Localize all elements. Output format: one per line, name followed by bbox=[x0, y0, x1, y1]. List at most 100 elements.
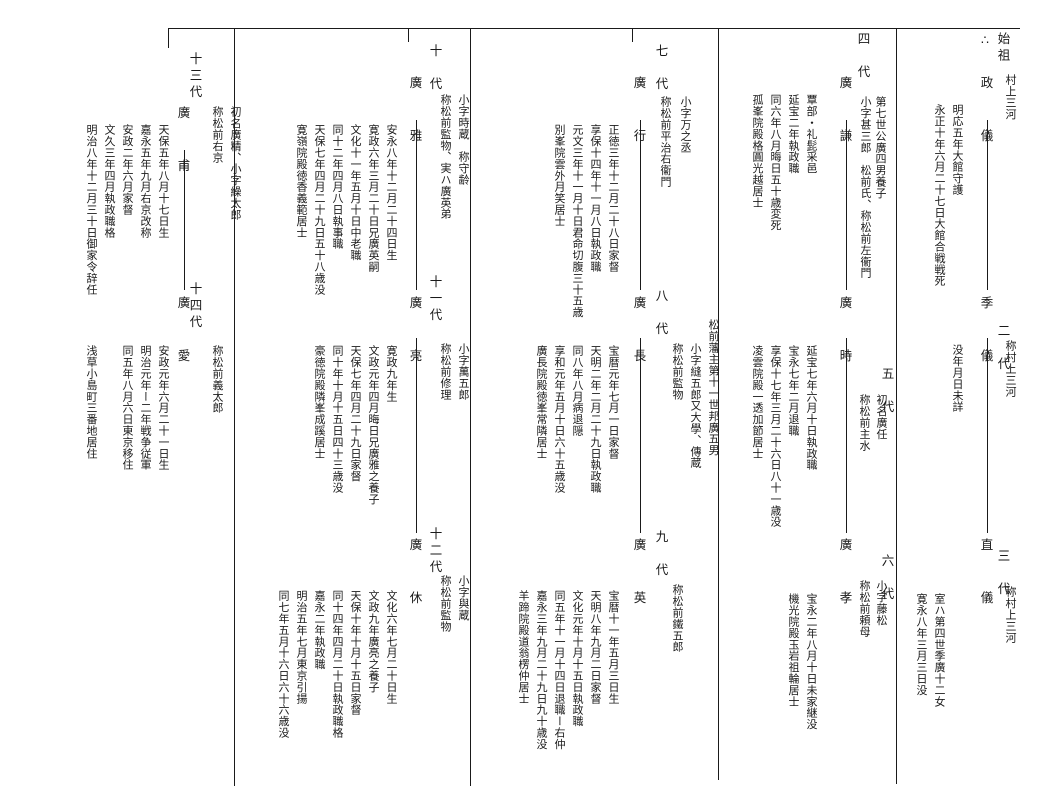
generation-label: ∴ bbox=[977, 32, 993, 51]
generation-label: 六 代 bbox=[879, 554, 895, 604]
record-line: 宝暦十一年五月三日生 bbox=[607, 590, 620, 704]
connector-line bbox=[632, 28, 718, 30]
connector-line bbox=[896, 28, 898, 784]
generation-label: 七 代 bbox=[653, 44, 669, 94]
record-line: 正徳三年十二月二十八日家督 bbox=[607, 124, 620, 273]
record-line: 浅草小島町三番地居住 bbox=[85, 345, 98, 459]
record-line: 天保五年八月十七日生 bbox=[157, 124, 170, 238]
record-line: 文政九年廣亮之養子 bbox=[367, 590, 380, 693]
connector-line bbox=[470, 28, 472, 786]
connector-line bbox=[987, 120, 989, 290]
record-line: 安永八年十二月二十四日生 bbox=[385, 124, 398, 261]
record-line: 称松前監物 bbox=[439, 575, 452, 632]
record-line: 没年月日未詳 bbox=[951, 344, 964, 413]
generation-label: 十二代 bbox=[427, 527, 443, 577]
record-line: 機光院殿玉岩祖輪居士 bbox=[787, 593, 800, 707]
generation-label: 十一代 bbox=[427, 275, 443, 325]
record-line: 延宝二年執政職 bbox=[787, 94, 800, 174]
record-line: 小字万之丞 bbox=[679, 96, 692, 153]
person-name: 直 儀 bbox=[978, 538, 994, 618]
record-line: 称松前主水 bbox=[858, 394, 871, 451]
record-line: 廣長院殿徳峯常隣居士 bbox=[535, 345, 548, 459]
record-line: 嘉永三年九月二十九日九十歳没 bbox=[535, 590, 548, 750]
person-name: 廣 時 bbox=[837, 296, 853, 376]
record-line: 元文三年十一月十日君命切腹三十五歳 bbox=[571, 124, 584, 318]
record-line: 安政二年六月家督 bbox=[121, 124, 134, 216]
record-line: 嘉永五年九月右京改称 bbox=[139, 124, 152, 238]
record-line: 室ハ第四世季廣十二女 bbox=[933, 593, 946, 707]
generation-label: 五 代 bbox=[879, 367, 895, 417]
connector-line bbox=[234, 28, 408, 30]
record-line: 天保七年四月二十九日五十八歳没 bbox=[313, 124, 326, 295]
record-line: 同五年八月六日東京移住 bbox=[121, 345, 134, 471]
generation-label: 始祖 bbox=[995, 32, 1011, 65]
record-line: 明治五年七月東京引揚 bbox=[295, 590, 308, 704]
record-line: 称松前右京 bbox=[211, 106, 224, 163]
connector-line bbox=[184, 150, 186, 290]
record-line: 称松前修理 bbox=[439, 343, 452, 400]
connector-line bbox=[416, 120, 418, 290]
record-line: 同六年八月晦日五十歳変死 bbox=[769, 94, 782, 231]
record-line: 天保七年四月二十九日家督 bbox=[349, 345, 362, 482]
connector-line bbox=[632, 28, 634, 42]
record-line: 天明二年二月二十九日執政職 bbox=[589, 345, 602, 494]
generation-label: 四 代 bbox=[855, 32, 871, 82]
record-line: 享保十七年三月二十六日八十一歳没 bbox=[769, 345, 782, 528]
record-line: 寛永八年三月三日没 bbox=[915, 593, 928, 696]
record-line: 小字萬五郎 bbox=[457, 343, 470, 400]
record-line: 宝暦元年七月一日家督 bbox=[607, 345, 620, 459]
record-line: 小字與蔵 bbox=[457, 575, 470, 621]
record-line: 小字縫五郎又大學、傳蔵 bbox=[689, 343, 702, 469]
person-name: 廣 亮 bbox=[407, 296, 423, 376]
connector-line bbox=[168, 28, 170, 48]
person-name: 政 儀 bbox=[978, 76, 994, 156]
person-name: 廣 英 bbox=[631, 538, 647, 618]
record-line: 同七年五月十六日六十六歳没 bbox=[277, 590, 290, 739]
record-line: 称松前鐵五郎 bbox=[671, 584, 684, 653]
person-name: 廣 愛 bbox=[175, 296, 191, 376]
record-line: 第七世公廣四男養子 bbox=[874, 96, 887, 199]
record-line: 村上三河 bbox=[1004, 74, 1017, 120]
record-line: 称村上三河 bbox=[1004, 586, 1017, 643]
connector-line bbox=[987, 338, 989, 533]
person-name: 廣 雅 bbox=[407, 76, 423, 156]
record-line: 孤峯院殿格圓光越居士 bbox=[751, 94, 764, 208]
record-line: 享保十四年十一月八日執政職 bbox=[589, 124, 602, 273]
record-line: 寛政九年生 bbox=[385, 345, 398, 402]
record-line: 松前藩主第十一世邦廣五男 bbox=[707, 319, 720, 456]
record-line: 天保十年十月十五日家督 bbox=[349, 590, 362, 716]
record-line: 羊蹄院殿道翁楞仲居士 bbox=[517, 590, 530, 704]
generation-label: 二 代 bbox=[995, 324, 1011, 374]
record-line: 覃部・礼髭采邑 bbox=[805, 94, 818, 174]
person-name: 廣 謙 bbox=[837, 76, 853, 156]
record-line: 小字藤松 bbox=[875, 580, 888, 626]
record-line: 初名廣任 bbox=[875, 394, 888, 440]
record-line: 安政元年六月二十一日生 bbox=[157, 345, 170, 471]
generation-label: 八 代 bbox=[653, 289, 669, 339]
connector-line bbox=[846, 338, 848, 533]
record-line: 同五年十一月十四日退職ー右仲 bbox=[553, 590, 566, 750]
record-line: 称松前監物、実ハ廣英弟 bbox=[439, 94, 452, 220]
connector-line bbox=[416, 338, 418, 533]
record-line: 寛政六年三月二十日兄廣英嗣 bbox=[367, 124, 380, 273]
connector-line bbox=[718, 28, 896, 30]
record-line: 文久三年四月執政職格 bbox=[103, 124, 116, 238]
record-line: 小字甚三郎 松前氏、称松前左衞門 bbox=[859, 96, 872, 279]
record-line: 同八年八月病退隠 bbox=[571, 345, 584, 437]
connector-line bbox=[408, 28, 470, 30]
record-line: 称松前頼母 bbox=[858, 580, 871, 637]
record-line: 称松前平治右衞門 bbox=[659, 96, 672, 188]
record-line: 天明八年九月二日家督 bbox=[589, 590, 602, 704]
record-line: 豪徳院殿隣峯成蹊居士 bbox=[313, 345, 326, 459]
generation-label: 十三代 bbox=[187, 52, 203, 102]
record-line: 享和元年五月十日六十五歳没 bbox=[553, 345, 566, 494]
record-line: 小字時蔵 称守齢 bbox=[457, 94, 470, 186]
record-line: 称松前監物 bbox=[671, 343, 684, 400]
record-line: 称松前義太郎 bbox=[211, 345, 224, 414]
record-line: 宝永七年二月退職 bbox=[787, 345, 800, 437]
record-line: 明応五年大館守護 bbox=[951, 104, 964, 196]
generation-label: 九 代 bbox=[653, 530, 669, 580]
person-name: 廣 甫 bbox=[175, 106, 191, 186]
connector-line bbox=[896, 28, 1020, 30]
